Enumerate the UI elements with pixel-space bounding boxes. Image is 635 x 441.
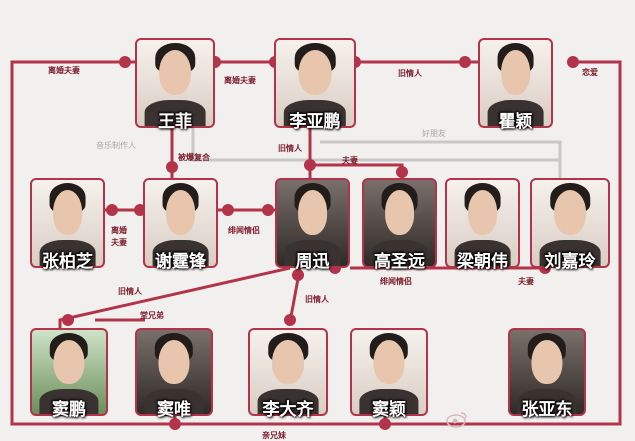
relation-label: 旧情人 <box>278 144 302 153</box>
relation-label: 被爆复合 <box>178 153 210 162</box>
dot <box>396 166 408 178</box>
zhouxun-gaoshengyuan-line <box>310 163 404 178</box>
person-node-gaoshengyuan: 高圣远 <box>362 178 437 272</box>
person-name: 窦鹏 <box>52 400 86 420</box>
portrait <box>143 178 218 268</box>
relation-label: 夫妻 <box>342 156 358 165</box>
person-node-zhouxun: 周迅 <box>275 178 350 272</box>
dot <box>62 314 74 326</box>
person-node-xietingfeng: 谢霆锋 <box>143 178 218 272</box>
dot <box>222 204 234 216</box>
portrait <box>30 178 105 268</box>
person-name: 梁朝伟 <box>457 252 508 272</box>
dot <box>379 418 391 430</box>
person-node-zhangyadong: 张亚东 <box>508 328 586 420</box>
person-node-liujialing: 刘嘉玲 <box>530 178 610 272</box>
portrait <box>362 178 437 268</box>
relation-label: 音乐制作人 <box>96 141 136 150</box>
dot <box>106 204 118 216</box>
person-node-liyapeng: 李亚鹏 <box>274 38 356 132</box>
portrait <box>508 328 586 416</box>
person-name: 周迅 <box>295 252 330 272</box>
person-name: 窦颖 <box>372 400 406 420</box>
relation-label: 好朋友 <box>422 129 446 138</box>
outer-border-line <box>10 60 622 426</box>
dot <box>284 314 296 326</box>
portrait <box>350 328 428 416</box>
weibo-icon <box>446 412 467 428</box>
relation-label: 旧情人 <box>398 69 422 78</box>
relation-label: 恋爱 <box>582 68 598 77</box>
portrait <box>135 38 215 128</box>
person-name: 高圣远 <box>374 252 425 272</box>
person-name: 谢霆锋 <box>155 252 206 272</box>
person-node-lidaqi: 李大齐 <box>248 328 328 420</box>
person-name: 张柏芝 <box>42 252 93 272</box>
relation-label: 离婚夫妻 <box>224 76 256 85</box>
dot <box>119 56 131 68</box>
portrait <box>445 178 520 268</box>
portrait <box>275 178 350 268</box>
relation-label: 亲兄妹 <box>262 431 286 440</box>
relation-label: 夫妻 <box>111 238 127 247</box>
person-name: 张亚东 <box>521 400 573 420</box>
relation-label: 离婚夫妻 <box>48 66 80 75</box>
portrait <box>30 328 108 416</box>
dot <box>166 161 178 173</box>
dot <box>169 418 181 430</box>
dot <box>262 204 274 216</box>
person-node-douying: 窦颖 <box>350 328 428 420</box>
relation-label: 离婚 <box>111 226 127 235</box>
person-node-quying: 瞿颖 <box>478 38 553 132</box>
relation-label: 夫妻 <box>518 277 534 286</box>
person-node-doupeng: 窦鹏 <box>30 328 108 420</box>
person-node-zhangbozhi: 张柏芝 <box>30 178 105 272</box>
relation-label: 堂兄弟 <box>140 311 164 320</box>
portrait <box>274 38 356 128</box>
good-friends-line <box>320 140 562 190</box>
relation-label: 旧情人 <box>118 287 142 296</box>
person-name: 窦唯 <box>157 400 191 420</box>
person-name: 刘嘉玲 <box>544 252 596 272</box>
person-node-liangchaowei: 梁朝伟 <box>445 178 520 272</box>
relation-label: 绯闻情侣 <box>228 226 260 235</box>
portrait <box>478 38 553 128</box>
relation-label: 绯闻情侣 <box>380 277 412 286</box>
person-name: 李大齐 <box>262 400 314 420</box>
portrait <box>530 178 610 268</box>
portrait <box>248 328 328 416</box>
dot <box>292 269 304 281</box>
relation-label: 旧情人 <box>305 295 329 304</box>
dot <box>304 159 316 171</box>
zhouxun-douwei-line <box>58 266 291 330</box>
person-node-wangfei: 王菲 <box>135 38 215 132</box>
dot <box>567 56 579 68</box>
dot <box>459 56 471 68</box>
person-name: 王菲 <box>158 112 192 132</box>
portrait <box>135 328 213 416</box>
person-name: 李亚鹏 <box>289 112 341 132</box>
person-node-douwei: 窦唯 <box>135 328 213 420</box>
person-name: 瞿颖 <box>498 112 533 132</box>
